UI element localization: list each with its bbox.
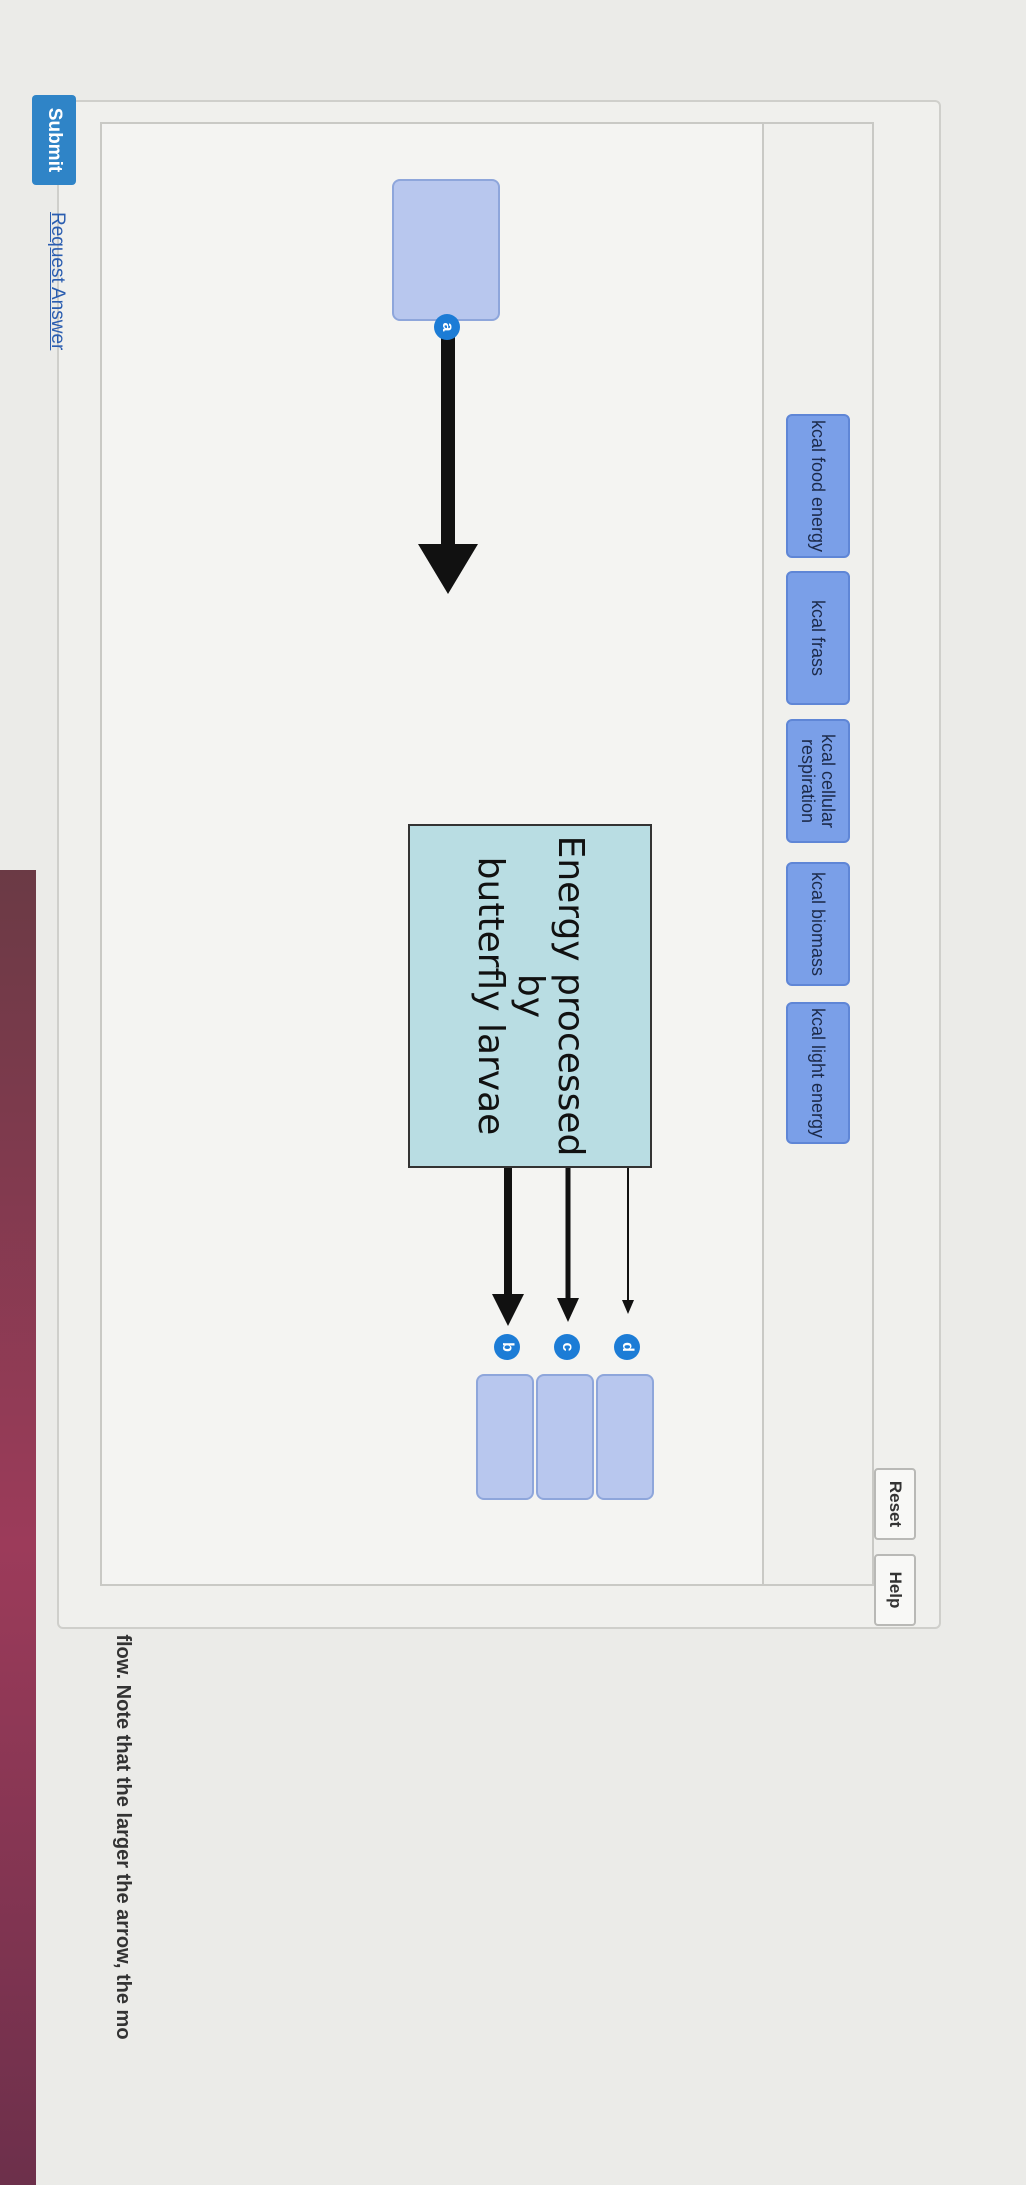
activity-toolbar: Reset Help	[874, 1468, 916, 1626]
badge-d: d	[614, 1334, 640, 1360]
arrow-d-head	[622, 1300, 634, 1314]
request-answer-link[interactable]: Request Answer	[47, 212, 68, 351]
badge-c: c	[554, 1334, 580, 1360]
drop-target-c[interactable]	[536, 1374, 594, 1500]
label-chip-light-energy[interactable]: kcal light energy	[786, 1002, 850, 1144]
submit-button[interactable]: Submit	[32, 95, 76, 185]
label-chip-food-energy[interactable]: kcal food energy	[786, 414, 850, 558]
drop-target-b[interactable]	[476, 1374, 534, 1500]
diagram-canvas: a Energy processed by butterfly larvae b…	[100, 122, 764, 1586]
badge-a: a	[434, 314, 460, 340]
label-chip-frass[interactable]: kcal frass	[786, 571, 850, 705]
box-line-1: Energy processed	[550, 835, 591, 1157]
drop-target-a[interactable]	[392, 179, 500, 321]
reset-button[interactable]: Reset	[874, 1468, 916, 1540]
energy-processed-box: Energy processed by butterfly larvae	[408, 824, 652, 1168]
drop-target-d[interactable]	[596, 1374, 654, 1500]
label-chip-cellular-respiration[interactable]: kcal cellular respiration	[786, 719, 850, 843]
label-chip-biomass[interactable]: kcal biomass	[786, 862, 850, 986]
arrows-layer	[418, 304, 634, 1326]
os-dock	[0, 870, 36, 2185]
label-bank: kcal food energy kcal frass kcal cellula…	[760, 122, 874, 1586]
box-line-3: butterfly larvae	[470, 856, 511, 1136]
badge-b: b	[494, 1334, 520, 1360]
help-button[interactable]: Help	[874, 1554, 916, 1626]
arrow-b-head	[492, 1294, 524, 1326]
box-line-2: by	[510, 973, 551, 1019]
arrow-a-head	[418, 544, 478, 594]
arrow-c-head	[557, 1298, 579, 1322]
